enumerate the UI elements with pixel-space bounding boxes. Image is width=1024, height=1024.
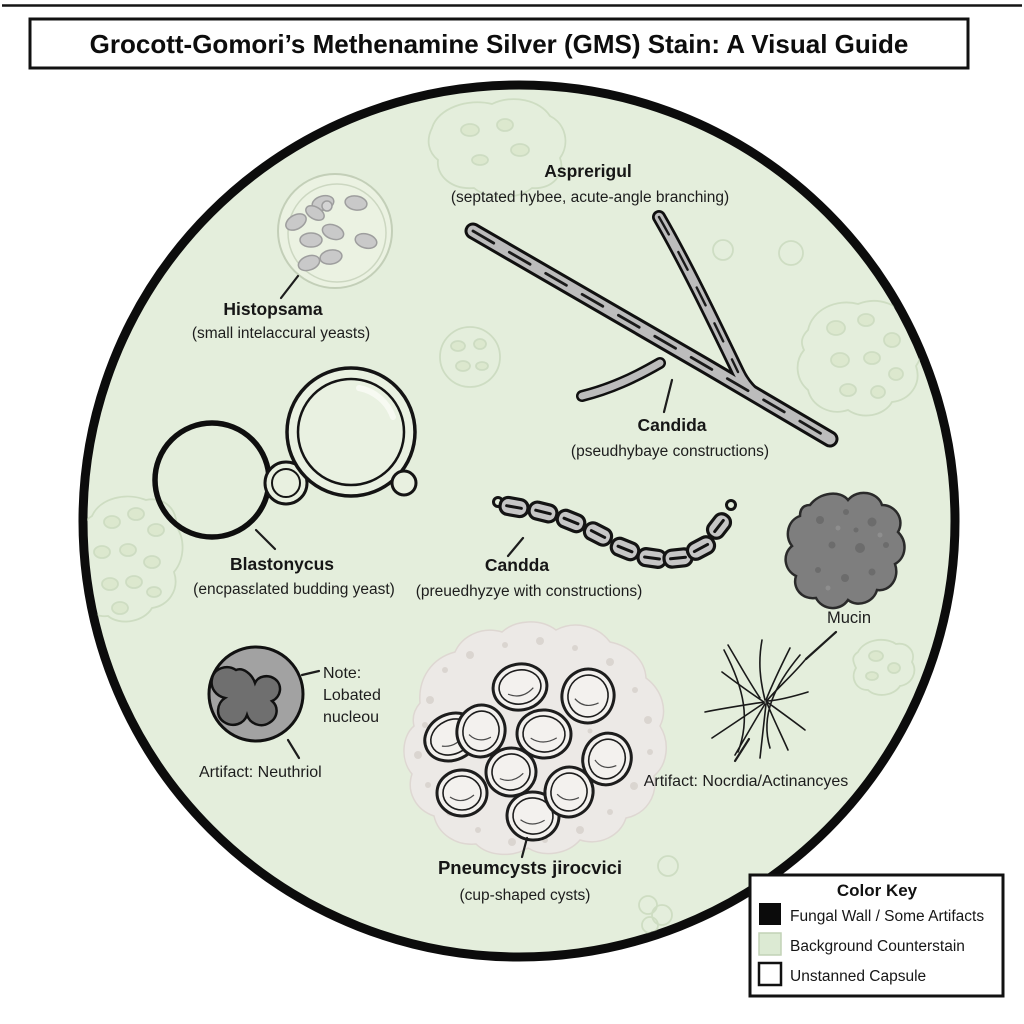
neutrophil-label: Artifact: Neuthriol — [199, 764, 322, 781]
legend-label-capsule: Unstanned Capsule — [790, 968, 926, 985]
microscope-field-circle — [78, 80, 960, 962]
neutrophil-note-leader — [300, 669, 321, 677]
legend-title: Color Key — [837, 881, 918, 900]
neutrophil-note-line2: Lobated — [323, 687, 381, 704]
histoplasma-yeasts — [285, 194, 378, 272]
pneumocystis-illustration: Pneumcysts jirocvici (cup-shaped cysts) — [403, 621, 667, 904]
neutrophil-note-line3: nucleou — [323, 709, 379, 726]
mucin-leader-line — [804, 630, 838, 661]
blastomyces-leader-line — [254, 528, 277, 551]
legend-label-fungal-wall: Fungal Wall / Some Artifacts — [790, 908, 984, 925]
legend-swatch-counterstain — [758, 932, 782, 956]
neutrophil-lobed-nucleus — [210, 666, 282, 727]
candida-hyphae-desc: (pseudhybaye constructions) — [571, 443, 769, 460]
legend-box — [748, 873, 1005, 998]
neutrophil-illustration: Note: Lobated nucleou Artifact: Neuthrio… — [199, 645, 381, 781]
candida-chain-leader-line — [506, 536, 525, 558]
aspergillus-desc: (septated hybee, acute-angle branching) — [451, 189, 729, 206]
candida-chain-segments — [498, 495, 733, 569]
neutrophil-label-leader — [286, 738, 301, 760]
title-bar: Grocott-Gomori’s Methenamine Silver (GMS… — [28, 17, 970, 70]
title-box — [28, 17, 970, 70]
capsule-highlight — [356, 385, 396, 420]
candida-chain-name: Candda — [485, 555, 549, 575]
mucin-name: Mucin — [827, 609, 871, 627]
page-title: Grocott-Gomori’s Methenamine Silver (GMS… — [90, 29, 909, 59]
candida-hyphae-leader-line — [662, 378, 674, 414]
neutrophil-note-title: Note: — [323, 665, 361, 682]
pneumocystis-leader-line — [520, 836, 529, 859]
nocardia-label: Artifact: Nocrdia/Actinancyes — [644, 773, 849, 790]
blastomyces-small-bud — [390, 469, 418, 497]
mucin-illustration: Mucin — [784, 491, 906, 661]
pneumocystis-desc: (cup-shaped cysts) — [460, 887, 591, 904]
candida-chain-desc: (preuedhyzye with constructions) — [416, 583, 643, 600]
aspergillus-name: Asprerigul — [544, 161, 632, 181]
legend-swatch-fungal-wall — [759, 903, 781, 925]
legend-swatch-capsule — [757, 961, 783, 987]
histoplasma-name: Histopsama — [223, 299, 322, 319]
histoplasma-leader-line — [279, 274, 300, 300]
pneumocystis-cysts — [423, 662, 633, 842]
aspergillus-illustration: Asprerigul (septated hybee, acute-angle … — [451, 161, 839, 460]
blastomyces-desc: (encpasεlated budding yeast) — [193, 581, 395, 598]
blastomyces-name: Blastonycus — [230, 554, 334, 574]
nocardia-leader-line — [733, 737, 751, 763]
candida-chain-illustration: Candda (preuedhyzye with constructions) — [416, 495, 737, 600]
blastomyces-illustration: Blastonycus (encpasεlated budding yeast) — [152, 366, 418, 598]
nocardia-filaments — [704, 639, 809, 759]
pneumocystis-name: Pneumcysts jirocvici — [438, 857, 622, 878]
color-key-legend: Color Key Fungal Wall / Some Artifacts B… — [748, 873, 1005, 998]
candida-hyphae-name: Candida — [637, 415, 706, 435]
legend-label-counterstain: Background Counterstain — [790, 938, 965, 955]
histoplasma-illustration: Histopsama (small intelaccural yeasts) — [192, 173, 393, 342]
nocardia-illustration: Artifact: Nocrdia/Actinancyes — [644, 639, 849, 790]
histoplasma-desc: (small intelaccural yeasts) — [192, 325, 370, 342]
aspergillus-hyphae — [464, 210, 839, 448]
background-tissue-artifacts — [87, 98, 923, 934]
